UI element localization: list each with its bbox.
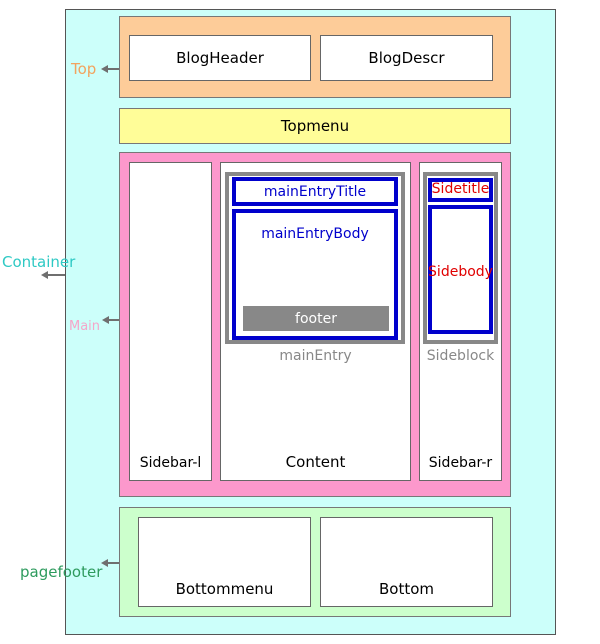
main-entry-box: [225, 172, 405, 344]
main-entry-title-box: mainEntryTitle: [232, 177, 398, 206]
main-callout-label: Main: [69, 319, 101, 334]
main-entry-label: mainEntry: [279, 348, 352, 364]
blog-descr-box: BlogDescr: [320, 35, 493, 81]
blog-header-label: BlogHeader: [176, 49, 264, 67]
pagefooter-callout-label: pagefooter: [20, 563, 103, 581]
bottom-box: [320, 517, 493, 607]
top-callout-label: Top: [71, 60, 97, 78]
sideblock-box: [423, 172, 498, 344]
sidetitle-label: Sidetitle: [431, 181, 490, 197]
sidebar-r-label: Sidebar-r: [428, 455, 493, 471]
main-entry-title-label: mainEntryTitle: [263, 183, 367, 200]
sidebar-r-box: [419, 162, 502, 481]
blog-descr-label: BlogDescr: [368, 49, 445, 67]
sidebar-l-label: Sidebar-l: [139, 455, 202, 471]
main-entry-body-box: [232, 209, 398, 340]
bottom-label: Bottom: [378, 580, 435, 598]
bottommenu-box: [138, 517, 311, 607]
blog-header-box: BlogHeader: [129, 35, 311, 81]
sidebody-label: Sidebody: [428, 264, 493, 280]
sidetitle-box: [428, 178, 493, 202]
container-callout-label: Container: [2, 253, 76, 271]
main-entry-body-label: mainEntryBody: [261, 226, 369, 242]
bottommenu-label: Bottommenu: [175, 580, 274, 598]
footer-label: footer: [295, 310, 337, 327]
footer-bar: footer: [243, 306, 389, 331]
topmenu-label: Topmenu: [280, 117, 350, 135]
sidebar-l-box: [129, 162, 212, 481]
topmenu-box: Topmenu: [119, 108, 511, 144]
sidebody-box: [428, 205, 493, 334]
sideblock-label: Sideblock: [426, 348, 495, 364]
content-label: Content: [285, 453, 346, 471]
